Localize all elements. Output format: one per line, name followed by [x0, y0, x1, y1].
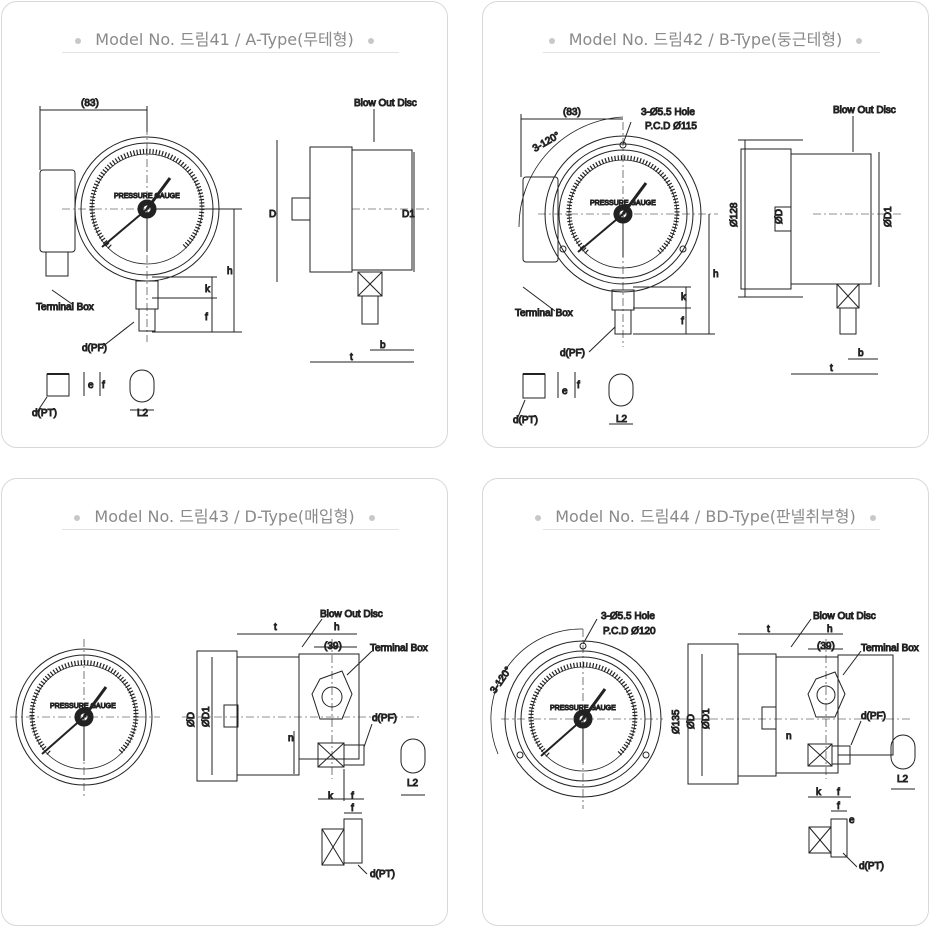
title-divider: [543, 52, 880, 53]
d-pf-label: d(PF): [372, 713, 397, 724]
dim-f-detail: f: [837, 801, 840, 812]
d-pf-label: d(PF): [560, 348, 585, 359]
panel-title: Model No. 드림41 / A-Type(무테형): [2, 26, 447, 50]
gauge-front-view: [10, 639, 160, 799]
dim-f: f: [837, 787, 840, 798]
gauge-front-view: [490, 628, 663, 809]
dim-oD: ØD: [774, 209, 785, 224]
panel-a-type: Model No. 드림41 / A-Type(무테형): [1, 1, 448, 448]
dim-h: h: [334, 622, 340, 633]
dim-39: (39): [324, 641, 342, 652]
dim-oD1: ØD1: [201, 706, 212, 727]
panel-d-type: Model No. 드림43 / D-Type(매입형): [1, 478, 448, 926]
dim-t: t: [767, 624, 770, 635]
dim-k: k: [816, 787, 822, 798]
b-type-drawing: (83) 3-Ø5.5 Hole P.C.D Ø115 3-120° Blow …: [513, 105, 903, 427]
dim-h: h: [827, 624, 833, 635]
dim-b: b: [858, 348, 864, 359]
blow-out-disc-label: Blow Out Disc: [813, 611, 876, 622]
panel-b-type: Model No. 드림42 / B-Type(둥근테형): [482, 1, 929, 448]
dim-t: t: [274, 622, 277, 633]
dim-h: h: [713, 269, 719, 280]
panel-title: Model No. 드림42 / B-Type(둥근테형): [483, 26, 928, 50]
gauge-side-view: [276, 140, 432, 363]
dim-f-detail: f: [351, 803, 354, 814]
dim-oD: ØD: [686, 714, 697, 729]
dim-39: (39): [817, 641, 835, 652]
terminal-box-label: Terminal Box: [36, 302, 94, 313]
dim-k: k: [205, 284, 211, 295]
dim-f-detail: f: [102, 380, 105, 391]
terminal-box-label: Terminal Box: [370, 643, 428, 654]
dim-f-detail: f: [577, 380, 580, 391]
dim-oD: ØD: [186, 712, 197, 727]
dim-f: f: [351, 791, 354, 802]
pcd-label: P.C.D Ø120: [603, 626, 656, 637]
dim-t: t: [830, 363, 833, 374]
d-pt-label: d(PT): [513, 415, 538, 426]
d-type-drawing: Blow Out Disc Terminal Box PRESSURE GAUG…: [10, 609, 428, 881]
dim-83: (83): [81, 98, 99, 109]
dim-n: n: [786, 731, 792, 742]
a-type-drawing: (83) Blow Out Disc Terminal Box PRESSURE…: [32, 98, 432, 420]
dim-b: b: [380, 340, 386, 351]
l2-label: L2: [897, 774, 909, 785]
dial-text: PRESSURE GAUGE: [590, 200, 656, 207]
l2-label: L2: [616, 414, 628, 425]
dim-135: Ø135: [671, 709, 682, 734]
gauge-side-view: [678, 633, 913, 798]
dim-n: n: [288, 733, 294, 744]
dim-k: k: [681, 292, 687, 303]
dim-128: Ø128: [729, 202, 740, 227]
dim-D: D: [269, 209, 276, 220]
dial-text: PRESSURE GAUGE: [550, 705, 616, 712]
dim-e: e: [849, 815, 855, 826]
dim-t: t: [350, 352, 353, 363]
dim-f: f: [205, 312, 208, 323]
terminal-box-label: Terminal Box: [861, 643, 919, 654]
angle-label: 3-120°: [531, 130, 562, 154]
d-pf-label: d(PF): [861, 711, 886, 722]
dim-k: k: [328, 791, 334, 802]
title-divider: [62, 529, 399, 530]
blow-out-disc-label: Blow Out Disc: [354, 98, 417, 109]
blow-out-disc-label: Blow Out Disc: [320, 609, 383, 620]
hole-label: 3-Ø5.5 Hole: [601, 611, 655, 622]
d-pt-label: d(PT): [370, 869, 395, 880]
dim-oD1: ØD1: [883, 206, 894, 227]
d-pf-label: d(PF): [82, 343, 107, 354]
terminal-box-label: Terminal Box: [515, 308, 573, 319]
panel-title: Model No. 드림43 / D-Type(매입형): [2, 503, 447, 527]
l2-label: L2: [137, 408, 149, 419]
d-pt-label: d(PT): [859, 861, 884, 872]
dim-83: (83): [563, 107, 581, 118]
dim-D1: D1: [402, 209, 415, 220]
gauge-front-view: [39, 106, 242, 342]
gauge-side-view: [182, 633, 422, 801]
title-divider: [543, 529, 880, 530]
hole-label: 3-Ø5.5 Hole: [641, 107, 695, 118]
dim-e: e: [562, 386, 568, 397]
dim-e: e: [88, 380, 94, 391]
dim-oD1: ØD1: [701, 708, 712, 729]
pcd-label: P.C.D Ø115: [645, 121, 697, 132]
dial-text: PRESSURE GAUGE: [50, 703, 116, 710]
gauge-side-view: [738, 139, 903, 375]
dim-h: h: [227, 266, 233, 277]
dim-f: f: [681, 316, 684, 327]
blow-out-disc-label: Blow Out Disc: [833, 105, 896, 116]
l2-label: L2: [407, 778, 419, 789]
gauge-front-view: [518, 114, 718, 347]
d-pt-label: d(PT): [32, 408, 57, 419]
panel-title: Model No. 드림44 / BD-Type(판넬취부형): [483, 503, 928, 527]
dial-text: PRESSURE GAUGE: [114, 193, 180, 200]
title-divider: [62, 52, 399, 53]
panel-bd-type: Model No. 드림44 / BD-Type(판넬취부형): [482, 478, 929, 926]
bd-type-drawing: 3-Ø5.5 Hole P.C.D Ø120 3-120° PRESSURE G…: [488, 611, 919, 873]
